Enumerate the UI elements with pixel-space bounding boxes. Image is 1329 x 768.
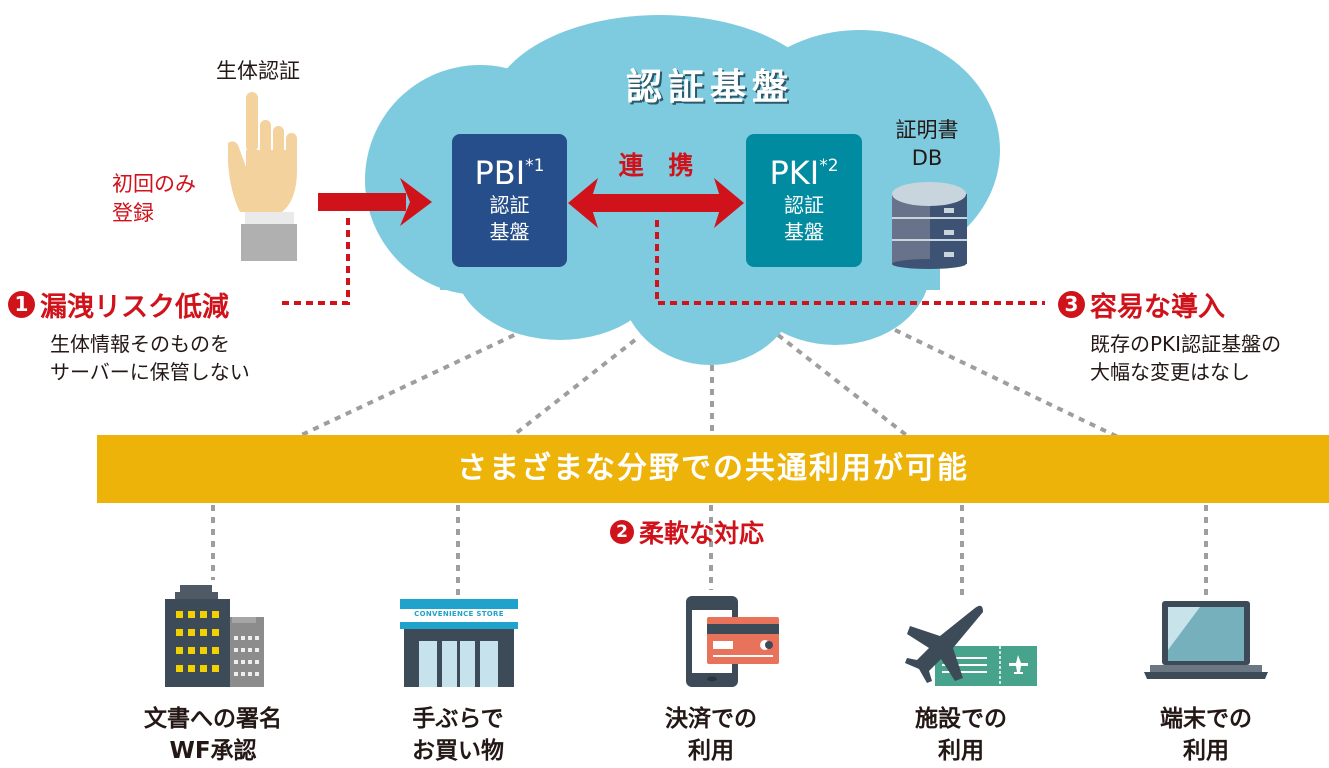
pbi-line1: 認証	[489, 193, 530, 217]
connector-line	[776, 333, 912, 440]
gray-connectors	[211, 328, 1208, 595]
use-label-line2: お買い物	[412, 738, 504, 764]
smartphone-card-icon	[686, 596, 779, 687]
pbi-auth-box: PBI*1 認証 基盤	[452, 134, 567, 267]
use-label-line2: WF承認	[169, 738, 257, 764]
cert-db-label: 証明書 DB	[872, 116, 982, 172]
cloud-title: 認証基盤	[625, 67, 794, 108]
store-sign: CONVENIENCE STORE	[414, 610, 504, 618]
number-badge-2: 2	[610, 520, 634, 544]
connector-line	[894, 328, 1121, 440]
office-building-icon	[165, 585, 264, 687]
use-label-line1: 決済での	[665, 706, 757, 732]
point-3-desc-line2: 大幅な変更はなし	[1090, 360, 1250, 384]
point-2-text: 柔軟な対応	[639, 519, 765, 548]
use-label-document-signing: 文書への署名 WF承認	[113, 703, 313, 767]
use-label-terminal: 端末での 利用	[1106, 703, 1306, 767]
cert-db-line2: DB	[911, 146, 943, 170]
point-1-text: 漏洩リスク低減	[40, 292, 229, 323]
use-label-line1: 文書への署名	[144, 706, 282, 732]
use-label-line2: 利用	[938, 738, 984, 764]
laptop-icon	[1144, 601, 1268, 679]
point-3-title: 3 容易な導入	[1058, 285, 1225, 324]
convenience-store-icon	[400, 599, 518, 687]
biometric-title: 生体認証	[216, 59, 300, 83]
point-1-desc-line1: 生体情報そのものを	[50, 332, 230, 356]
use-label-payment: 決済での 利用	[611, 703, 811, 767]
register-line1: 初回のみ	[112, 172, 196, 196]
register-line2: 登録	[112, 201, 154, 225]
pki-line1: 認証	[784, 193, 824, 217]
number-badge-1: 1	[8, 291, 35, 318]
database-icon	[892, 182, 967, 269]
pki-name: PKI*2	[769, 154, 839, 192]
point-2-title: 2 柔軟な対応	[610, 514, 764, 550]
point-3-desc: 既存のPKI認証基盤の 大幅な変更はなし	[1090, 330, 1281, 386]
point-1-desc: 生体情報そのものを サーバーに保管しない	[50, 330, 250, 386]
connector-line	[508, 338, 637, 440]
pki-line2: 基盤	[784, 220, 824, 244]
pbi-line2: 基盤	[489, 220, 530, 244]
point-1-title: 1 漏洩リスク低減	[8, 285, 229, 324]
common-use-banner: さまざまな分野での共通利用が可能	[97, 435, 1329, 503]
first-registration-label: 初回のみ 登録	[112, 170, 196, 228]
number-badge-3: 3	[1058, 291, 1085, 318]
connector-line	[294, 328, 526, 440]
point-1-desc-line2: サーバーに保管しない	[50, 360, 250, 384]
point-3-text: 容易な導入	[1090, 292, 1225, 323]
use-label-line1: 端末での	[1160, 706, 1252, 732]
cert-db-line1: 証明書	[895, 118, 959, 142]
use-label-line2: 利用	[688, 738, 734, 764]
pbi-name: PBI*1	[474, 154, 545, 192]
link-label: 連 携	[618, 151, 702, 180]
use-label-facility: 施設での 利用	[861, 703, 1061, 767]
use-label-line1: 施設での	[915, 706, 1007, 732]
airplane-ticket-icon	[905, 605, 1037, 686]
use-label-line2: 利用	[1183, 738, 1229, 764]
link-double-arrow	[568, 178, 744, 228]
red-connectors	[280, 218, 1045, 305]
register-arrow	[318, 178, 432, 226]
use-label-shopping: 手ぶらで お買い物	[358, 703, 558, 767]
point-3-desc-line1: 既存のPKI認証基盤の	[1090, 332, 1282, 356]
pointing-hand-icon	[228, 92, 297, 261]
pki-auth-box: PKI*2 認証 基盤	[746, 134, 862, 267]
use-label-line1: 手ぶらで	[412, 706, 504, 732]
